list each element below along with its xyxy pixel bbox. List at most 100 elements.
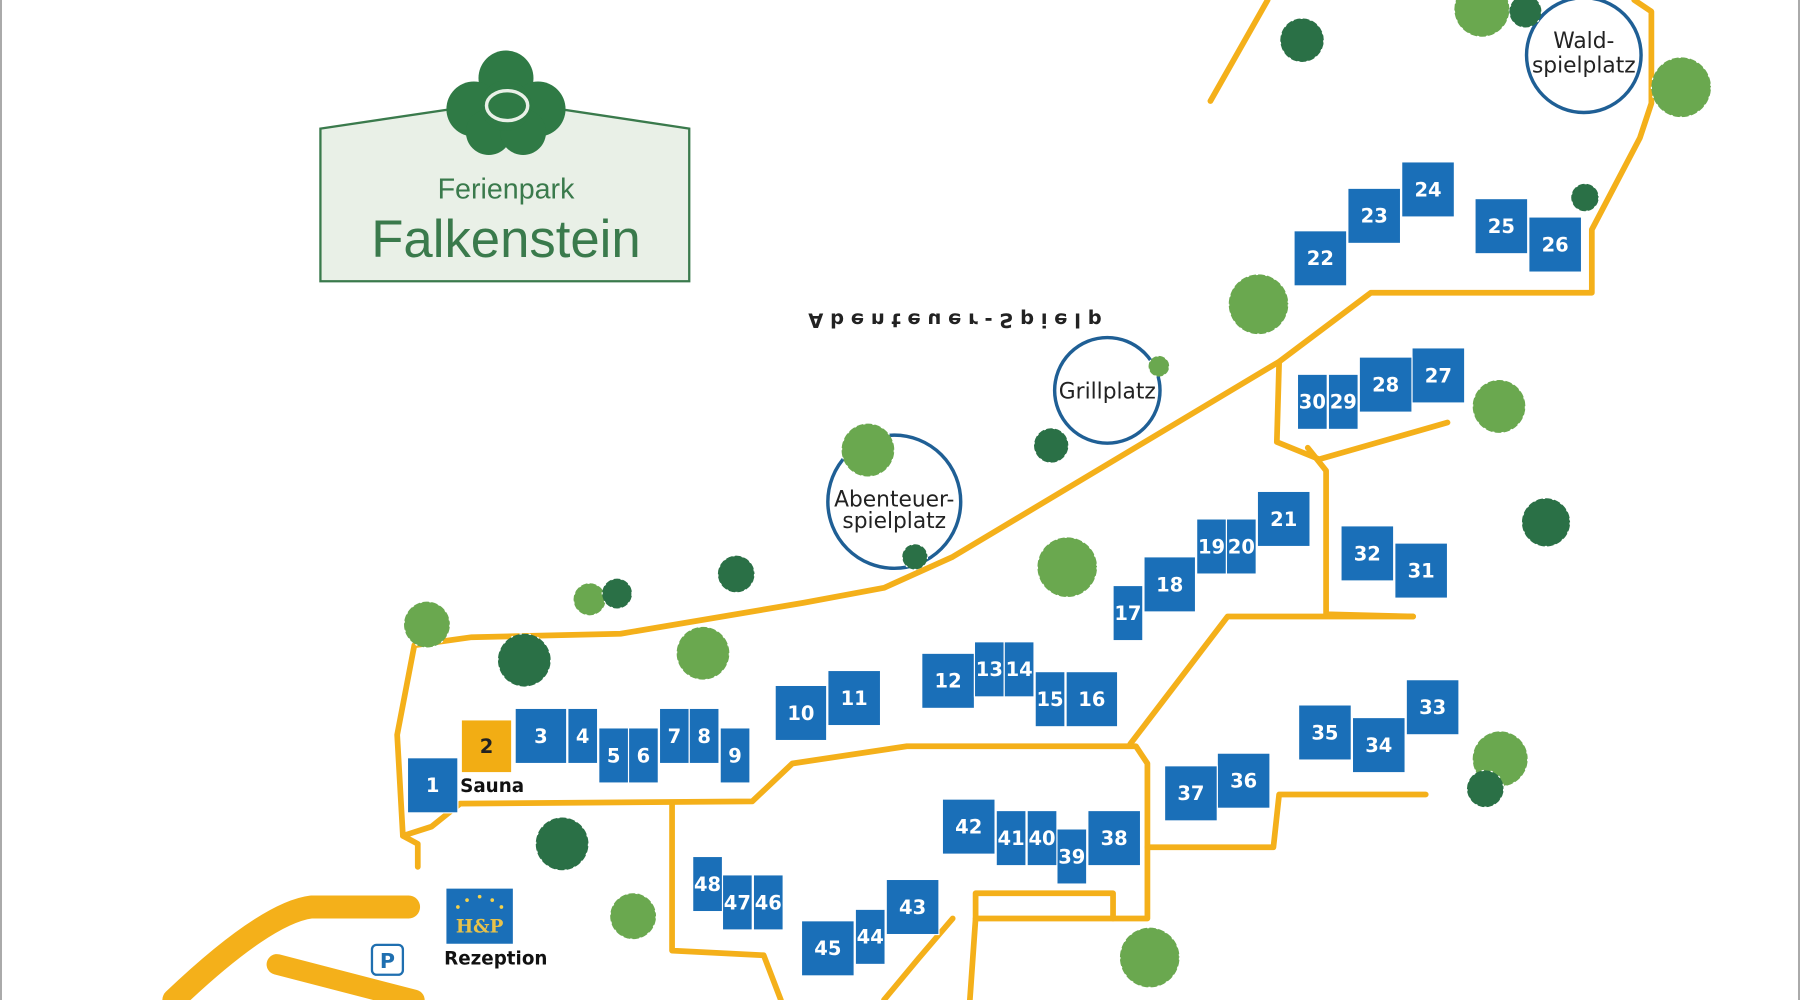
tree-icon: [1228, 273, 1289, 335]
house-17[interactable]: 17: [1112, 584, 1144, 642]
house-number: 36: [1230, 770, 1257, 793]
house-3[interactable]: 3: [514, 707, 568, 765]
house-16[interactable]: 16: [1065, 671, 1119, 728]
house-22[interactable]: 22: [1293, 230, 1348, 287]
house-shape: [921, 652, 976, 709]
waldspielplatz-circle[interactable]: [1524, 0, 1643, 115]
house-30[interactable]: 30: [1296, 373, 1328, 430]
tree-icon: [841, 423, 895, 478]
house-19[interactable]: 19: [1196, 518, 1228, 575]
house-38[interactable]: 38: [1087, 809, 1142, 867]
house-26[interactable]: 26: [1528, 216, 1583, 273]
house-25[interactable]: 25: [1474, 198, 1529, 255]
house-shape: [1293, 230, 1348, 287]
house-shape: [1196, 518, 1228, 575]
house-13[interactable]: 13: [973, 641, 1005, 698]
house-shape: [1474, 198, 1529, 255]
house-shape: [692, 855, 724, 913]
house-number: 13: [976, 658, 1003, 681]
house-5[interactable]: 5: [598, 727, 630, 784]
road-branch-16: [1127, 613, 1417, 747]
reception-logo-text: H&P: [456, 916, 504, 937]
house-47[interactable]: 47: [721, 874, 753, 931]
house-32[interactable]: 32: [1340, 525, 1395, 582]
house-shape: [721, 874, 753, 931]
sauna[interactable]: Sauna: [460, 776, 524, 797]
house-shape: [1358, 356, 1413, 413]
house-number: 35: [1311, 721, 1338, 744]
house-29[interactable]: 29: [1327, 373, 1359, 430]
house-number: 15: [1037, 688, 1064, 711]
house-15[interactable]: 15: [1034, 671, 1066, 728]
house-20[interactable]: 20: [1225, 518, 1257, 575]
house-46[interactable]: 46: [752, 874, 784, 931]
road-branch-bottom: [881, 915, 956, 1000]
parking[interactable]: P: [370, 943, 405, 976]
house-1[interactable]: 1: [406, 757, 459, 814]
tree-icon: [1521, 497, 1571, 548]
house-28[interactable]: 28: [1358, 356, 1413, 413]
house-shape: [1112, 584, 1144, 642]
house-35[interactable]: 35: [1298, 704, 1352, 761]
house-11[interactable]: 11: [827, 669, 882, 727]
house-34[interactable]: 34: [1351, 716, 1406, 774]
logo: Ferienpark Falkenstein: [319, 50, 691, 283]
house-4[interactable]: 4: [567, 707, 599, 765]
abenteuerspielplatz-circle[interactable]: [826, 433, 963, 571]
house-shape: [406, 757, 459, 814]
house-18[interactable]: 18: [1143, 556, 1197, 613]
grillplatz-circle[interactable]: [1052, 335, 1162, 445]
tree-icon: [1453, 0, 1510, 38]
house-shape: [1003, 641, 1035, 698]
play-areas: [826, 0, 1643, 571]
house-number: 29: [1330, 391, 1357, 414]
house-12[interactable]: 12: [921, 652, 976, 709]
house-43[interactable]: 43: [885, 878, 940, 936]
house-36[interactable]: 36: [1216, 752, 1271, 809]
house-shape: [995, 809, 1027, 867]
tree-icon: [1650, 56, 1712, 118]
house-14[interactable]: 14: [1003, 641, 1035, 698]
house-number: 7: [668, 725, 682, 748]
house-7[interactable]: 7: [658, 707, 690, 765]
house-33[interactable]: 33: [1405, 679, 1460, 736]
house-21[interactable]: 21: [1256, 490, 1311, 548]
parking-icon: [370, 943, 405, 976]
house-number: 19: [1198, 535, 1225, 558]
house-42[interactable]: 42: [941, 798, 996, 855]
house-10[interactable]: 10: [774, 684, 828, 742]
tree-icon: [1147, 355, 1170, 378]
house-number: 30: [1299, 391, 1326, 414]
house-44[interactable]: 44: [854, 908, 886, 965]
house-9[interactable]: 9: [719, 727, 751, 784]
house-40[interactable]: 40: [1026, 809, 1058, 867]
tree-icon: [601, 578, 633, 610]
tree-icon: [497, 633, 552, 688]
tree-icon: [901, 543, 929, 571]
house-27[interactable]: 27: [1411, 347, 1466, 404]
house-number: 31: [1408, 559, 1435, 582]
house-shape: [885, 878, 940, 936]
house-number: 33: [1419, 696, 1446, 719]
house-8[interactable]: 8: [688, 707, 720, 765]
house-37[interactable]: 37: [1164, 765, 1218, 822]
house-shape: [1256, 490, 1311, 548]
house-41[interactable]: 41: [995, 809, 1027, 867]
reception[interactable]: H&P Rezeption: [444, 888, 547, 970]
house-45[interactable]: 45: [800, 920, 855, 977]
logo-line2: Falkenstein: [371, 210, 640, 269]
tree-icon: [1119, 927, 1181, 988]
house-shape: [514, 707, 568, 765]
sauna-house[interactable]: 2: [460, 719, 513, 774]
house-shape: [658, 707, 690, 765]
house-23[interactable]: 23: [1347, 187, 1402, 244]
house-31[interactable]: 31: [1394, 542, 1449, 599]
house-number: 45: [814, 937, 841, 960]
house-6[interactable]: 6: [627, 727, 659, 784]
house-shape: [854, 908, 886, 965]
tree-icon: [1279, 17, 1325, 63]
house-48[interactable]: 48: [692, 855, 724, 913]
house-39[interactable]: 39: [1056, 828, 1088, 885]
tree-icon: [1570, 183, 1600, 212]
house-24[interactable]: 24: [1401, 161, 1455, 218]
